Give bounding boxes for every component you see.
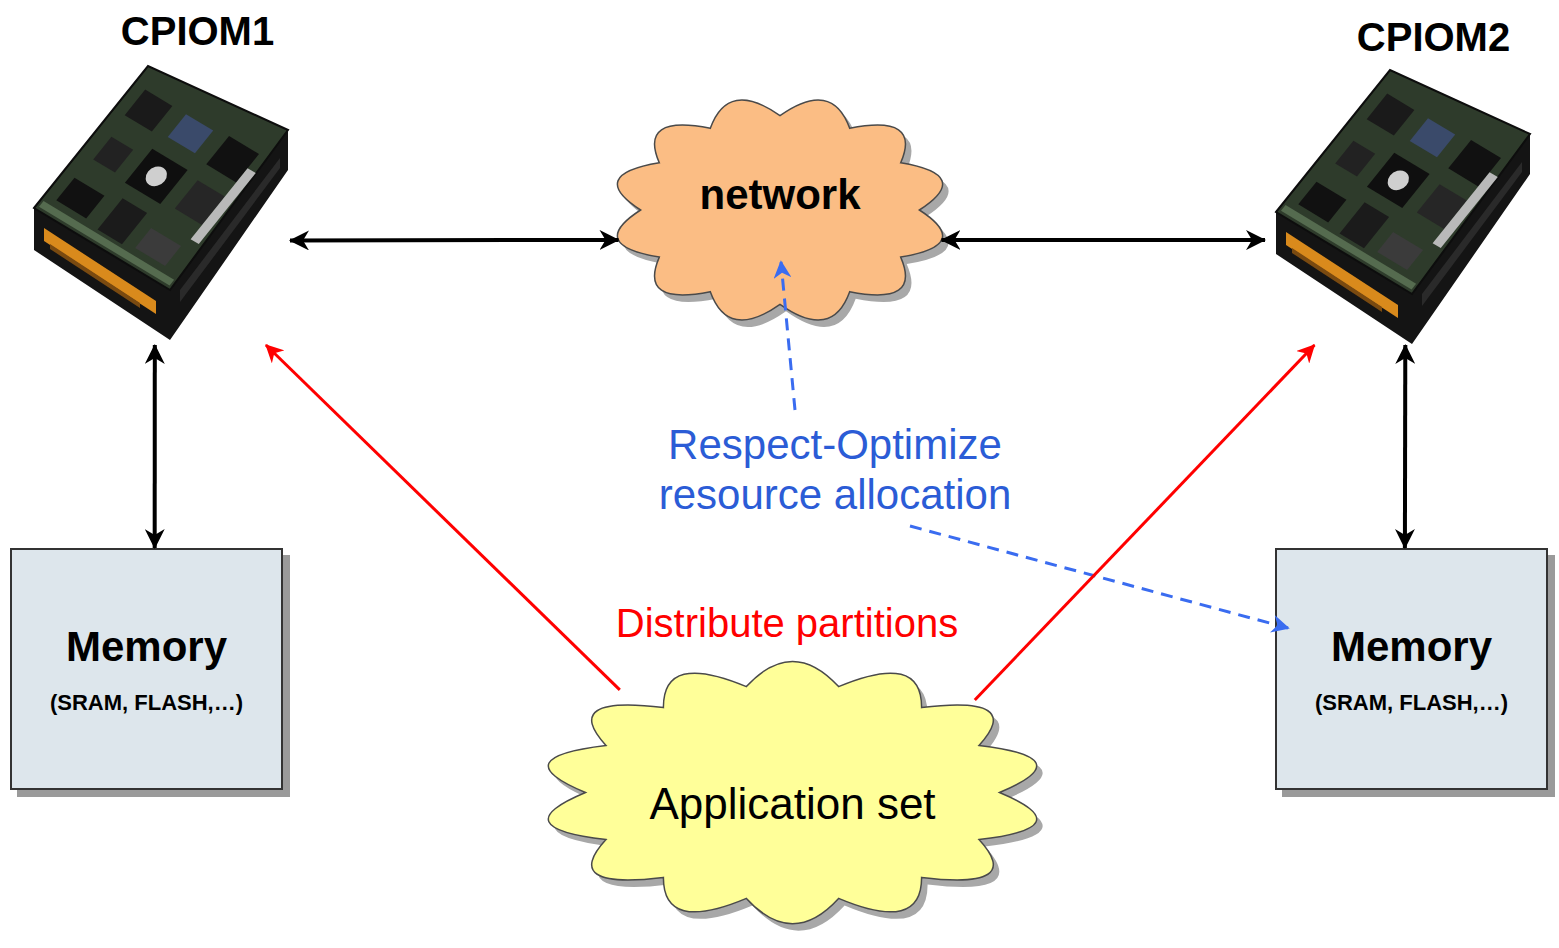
cpiom-board-illustration [1276,70,1530,344]
node-title: CPIOM1 [121,8,274,54]
node-title: CPIOM2 [1357,14,1510,60]
connector-arrow [975,345,1315,700]
board-module: CPIOM2 [1265,14,1540,345]
connector-arrow [290,238,619,243]
network-cloud: network [610,95,950,325]
dashed-pointer [781,262,795,410]
cloud-shape [617,100,942,320]
annotation-text: Respect-Optimize resource allocation [645,420,1025,520]
annotation-text: Distribute partitions [587,600,987,648]
node-title: Application set [649,779,935,830]
connector-arrow [153,345,157,548]
dashed-pointer [910,526,1288,628]
label-holder: Respect-Optimize resource allocation [645,420,1025,520]
memory-box: Memory (SRAM, FLASH,…) [10,548,283,790]
node-title: network [699,171,860,219]
node-title: Memory [66,623,227,671]
node-subtitle: (SRAM, FLASH,…) [1315,690,1508,715]
cpiom-board-illustration [34,66,288,340]
connector-arrow [1403,345,1407,548]
connector-arrow [266,345,620,690]
board-module: CPIOM1 [25,8,290,345]
label-holder: Distribute partitions [587,600,987,648]
connector-arrow [942,238,1266,242]
cloud-shape [548,661,1036,923]
application-cloud: Application set [540,660,1045,925]
node-subtitle: (SRAM, FLASH,…) [50,690,243,715]
node-title: Memory [1331,623,1492,671]
memory-box: Memory (SRAM, FLASH,…) [1275,548,1548,790]
